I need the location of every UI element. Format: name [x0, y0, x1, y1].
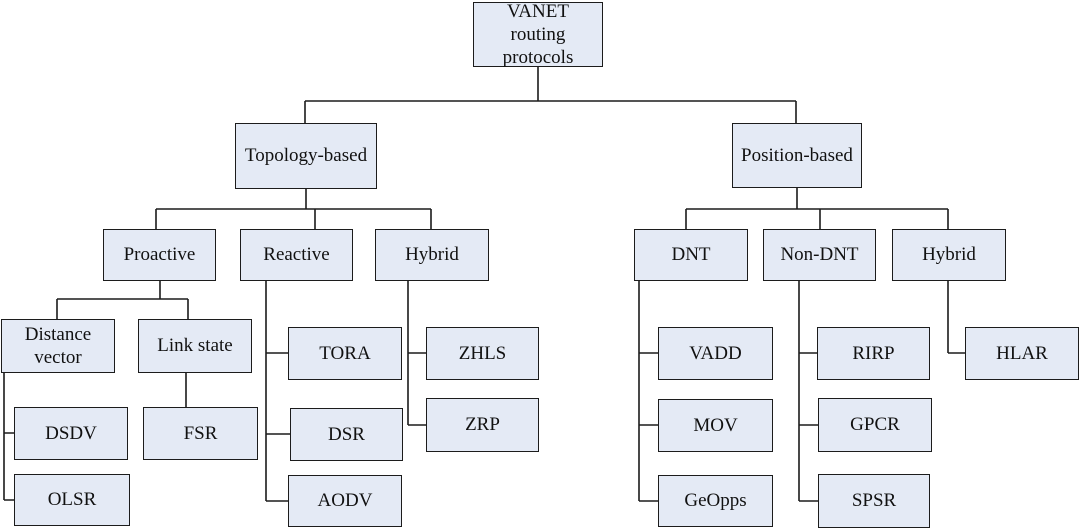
- node-zhls: ZHLS: [426, 327, 539, 380]
- node-fsr: FSR: [143, 407, 258, 460]
- node-gpcr: GPCR: [818, 398, 932, 452]
- node-vadd: VADD: [658, 327, 773, 380]
- node-vanet-routing-protocols: VANET routing protocols: [473, 1, 603, 68]
- node-dsr: DSR: [290, 408, 403, 461]
- node-rirp: RIRP: [817, 327, 930, 380]
- node-dsdv: DSDV: [14, 407, 128, 460]
- node-geopps: GeOpps: [658, 475, 773, 527]
- node-distance-vector: Distance vector: [1, 319, 115, 373]
- node-non-dnt: Non-DNT: [763, 229, 876, 281]
- node-zrp: ZRP: [426, 398, 539, 452]
- node-hybrid-topology: Hybrid: [375, 229, 489, 281]
- node-mov: MOV: [658, 399, 773, 452]
- node-olsr: OLSR: [14, 474, 130, 526]
- node-spsr: SPSR: [818, 474, 930, 528]
- node-dnt: DNT: [634, 229, 748, 281]
- node-reactive: Reactive: [240, 229, 353, 281]
- node-link-state: Link state: [138, 319, 252, 373]
- node-aodv: AODV: [288, 475, 402, 527]
- node-hybrid-position: Hybrid: [892, 229, 1006, 281]
- node-topology-based: Topology-based: [235, 123, 377, 189]
- node-tora: TORA: [288, 327, 402, 380]
- node-position-based: Position-based: [732, 123, 862, 188]
- node-hlar: HLAR: [965, 327, 1079, 380]
- node-proactive: Proactive: [103, 229, 216, 281]
